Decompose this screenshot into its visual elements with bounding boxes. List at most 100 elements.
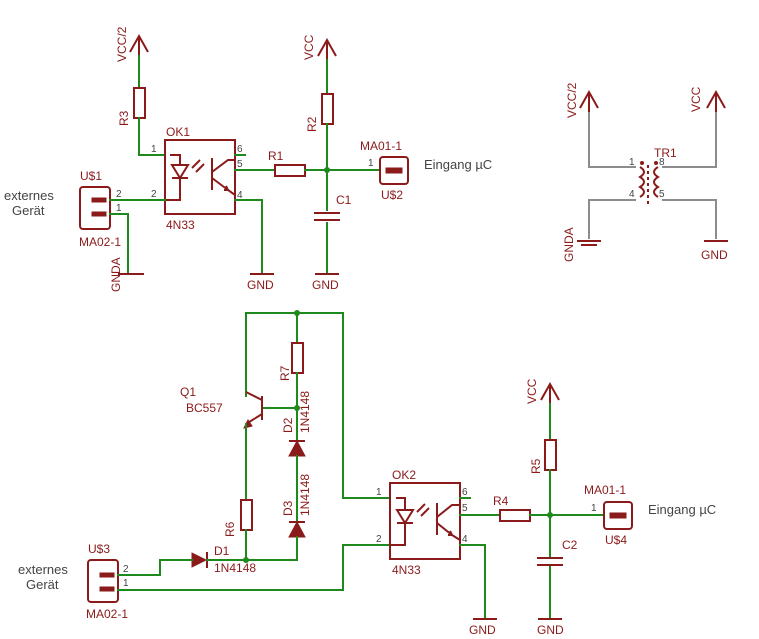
- c1-label: C1: [336, 193, 352, 207]
- connector-u2: MA01-1 1 U$2 Eingang µC: [360, 139, 492, 202]
- ok1-pin-4: 4: [237, 190, 243, 201]
- resistor-r5: R5: [529, 439, 557, 474]
- top-block: VCC/2 R3 OK1 4N33 1 2 4 5 6: [4, 26, 492, 292]
- diode-d3: D3 1N4148: [281, 474, 312, 538]
- gnd-symbol-left: GND: [247, 273, 274, 292]
- resistor-r1: R1: [268, 149, 306, 177]
- tr-gnda-symbol: GNDA: [562, 227, 601, 262]
- tr-vcc-label: VCC: [689, 86, 703, 112]
- u1-desc-line1: externes: [4, 188, 54, 203]
- d2-name: D2: [281, 417, 295, 433]
- gnd-symbol-mid: GND: [312, 273, 339, 292]
- r6-label: R6: [223, 521, 237, 537]
- tr1-pin-5: 5: [659, 189, 665, 200]
- ok2-pin-1: 1: [376, 487, 382, 498]
- resistor-r3: R3: [117, 87, 146, 126]
- c2-label: C2: [562, 538, 578, 552]
- u2-signal-label: Eingang µC: [424, 157, 492, 172]
- tr1-pin-8: 8: [659, 157, 665, 168]
- u4-signal-label: Eingang µC: [648, 502, 716, 517]
- d3-value: 1N4148: [298, 474, 312, 516]
- tr-vcc-half-label: VCC/2: [565, 82, 579, 118]
- tr1-pin-1: 1: [629, 157, 635, 168]
- ok2-pin-6: 6: [462, 487, 468, 498]
- d1-name: D1: [214, 544, 230, 558]
- transistor-q1: Q1 BC557: [180, 385, 263, 429]
- u2-pin-1: 1: [368, 158, 374, 169]
- gnd-bottom-left-label: GND: [469, 623, 496, 637]
- optocoupler-ok2: OK2 4N33 1 2 4 5 6: [376, 468, 468, 577]
- ok1-pin-2: 2: [151, 189, 157, 200]
- capacitor-c2: C2: [537, 538, 578, 566]
- ok1-value: 4N33: [166, 218, 195, 232]
- ok2-pin-5: 5: [462, 503, 468, 514]
- u2-value: MA01-1: [360, 139, 402, 153]
- ok1-name: OK1: [166, 125, 190, 139]
- connector-u1: externes Gerät U$1 2 1 MA02-1: [4, 169, 122, 249]
- r2-label: R2: [305, 116, 319, 132]
- resistor-r4: R4: [493, 494, 531, 522]
- ok2-pin-4: 4: [462, 534, 468, 545]
- r7-label: R7: [278, 365, 292, 381]
- optocoupler-ok1: OK1 4N33 1 2 4 5 6: [151, 125, 243, 232]
- u4-value: MA01-1: [584, 483, 626, 497]
- resistor-r6: R6: [223, 499, 253, 537]
- u3-desc-line2: Gerät: [26, 577, 59, 592]
- u3-pin-1: 1: [123, 578, 129, 589]
- capacitor-c1: C1: [314, 193, 352, 221]
- u1-name: U$1: [80, 169, 102, 183]
- vcc-bottom-label: VCC: [525, 378, 539, 404]
- u1-pin-1: 1: [116, 203, 122, 214]
- u4-pin-1: 1: [591, 503, 597, 514]
- d3-name: D3: [281, 500, 295, 516]
- tr1-name: TR1: [654, 146, 677, 160]
- u3-pin-2: 2: [123, 564, 129, 575]
- u1-value: MA02-1: [79, 235, 121, 249]
- gnd-symbol-bottom-left: GND: [469, 618, 497, 637]
- q1-name: Q1: [180, 385, 196, 399]
- connector-u3: externes Gerät U$3 2 1 MA02-1: [18, 542, 129, 621]
- u4-name: U$4: [605, 533, 627, 547]
- ok2-name: OK2: [392, 468, 416, 482]
- tr-gnda-label: GNDA: [562, 227, 576, 262]
- u2-name: U$2: [381, 188, 403, 202]
- u1-desc-line2: Gerät: [12, 203, 45, 218]
- gnd-right-label: GND: [312, 278, 339, 292]
- gnda-label: GNDA: [109, 257, 123, 292]
- diode-d2: D2 1N4148: [281, 391, 312, 457]
- ok1-pin-6: 6: [237, 144, 243, 155]
- d2-value: 1N4148: [298, 391, 312, 433]
- transformer-tr1: TR1 1 8 4 5: [629, 146, 677, 205]
- u3-desc-line1: externes: [18, 562, 68, 577]
- vcc-label: VCC: [302, 34, 316, 60]
- gnd-bottom-right-label: GND: [537, 623, 564, 637]
- tr-vcc-half-supply: VCC/2: [565, 82, 599, 118]
- transformer-block: VCC/2 VCC TR1 1 8 4 5 GNDA GN: [562, 82, 728, 262]
- u1-pin-2: 2: [116, 189, 122, 200]
- resistor-r7: R7: [278, 342, 304, 381]
- d1-value: 1N4148: [214, 561, 256, 575]
- vcc-supply-symbol: VCC: [302, 34, 337, 60]
- connector-u4: MA01-1 1 U$4 Eingang µC: [584, 483, 716, 547]
- tr-vcc-supply: VCC: [689, 86, 726, 112]
- gnd-left-label: GND: [247, 278, 274, 292]
- resistor-r2: R2: [305, 93, 334, 132]
- r1-label: R1: [268, 149, 284, 163]
- gnda-symbol: GNDA: [109, 257, 144, 292]
- ok2-value: 4N33: [392, 563, 421, 577]
- ok1-pin-1: 1: [151, 144, 157, 155]
- ok2-pin-2: 2: [376, 534, 382, 545]
- ok1-pin-5: 5: [237, 159, 243, 170]
- vcc-half-supply-symbol: VCC/2: [115, 26, 149, 62]
- vcc-supply-symbol-bottom: VCC: [525, 378, 560, 404]
- r3-label: R3: [117, 110, 131, 126]
- u3-name: U$3: [88, 542, 110, 556]
- vcc-half-label: VCC/2: [115, 26, 129, 62]
- r5-label: R5: [529, 458, 543, 474]
- tr-gnd-label: GND: [701, 248, 728, 262]
- bottom-block: R7 Q1 BC557 D2 1N4148 D3 1N4148: [18, 310, 716, 637]
- gnd-symbol-bottom-right: GND: [537, 618, 564, 637]
- q1-value: BC557: [186, 401, 223, 415]
